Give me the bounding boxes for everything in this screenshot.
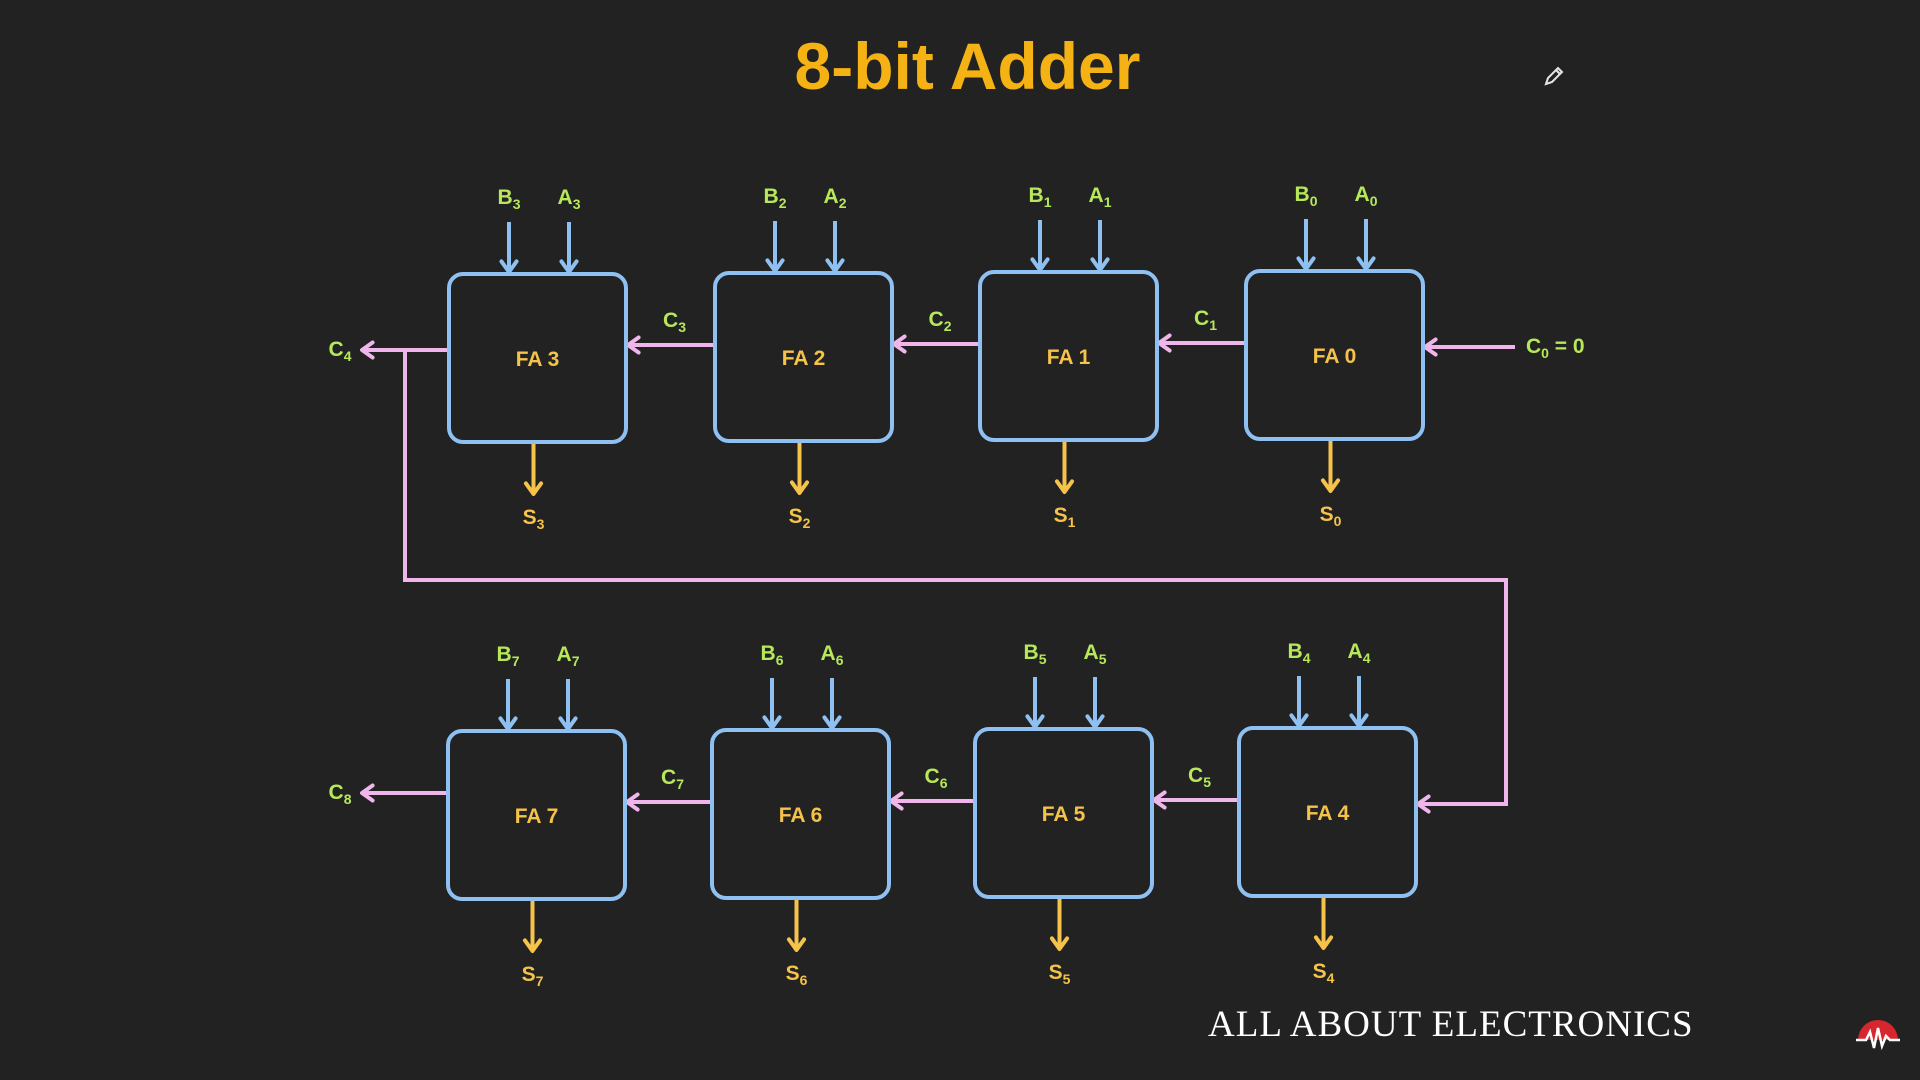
input-b-arrow	[1025, 677, 1045, 729]
sum-output-label: S3	[523, 506, 545, 532]
carry-label: C2	[929, 308, 952, 334]
input-b-arrow	[1289, 676, 1309, 728]
input-b-arrow	[1296, 219, 1316, 271]
full-adder-box	[1244, 269, 1425, 441]
input-b-arrow	[762, 678, 782, 730]
diagram-title: 8-bit Adder	[794, 29, 1141, 103]
input-a-label: A0	[1355, 183, 1378, 209]
carry-label: C3	[663, 309, 686, 335]
input-b-arrow	[1030, 220, 1050, 272]
carry-arrow	[626, 335, 713, 355]
full-adder-label: FA 6	[779, 804, 823, 827]
input-a-arrow	[1090, 220, 1110, 272]
sum-output-arrow	[789, 443, 810, 495]
sum-output-label: S2	[789, 505, 811, 531]
sum-output-arrow	[1320, 441, 1341, 493]
sum-output-arrow	[1049, 899, 1070, 951]
input-a-label: A4	[1348, 640, 1371, 666]
waveform-logo-icon	[1856, 1020, 1900, 1051]
final-carry-label: C8	[329, 781, 352, 807]
full-adder-box	[978, 270, 1159, 442]
carry-arrow	[1152, 790, 1237, 810]
input-a-label: A7	[557, 643, 580, 669]
input-a-arrow	[822, 678, 842, 730]
sum-output-arrow	[1054, 442, 1075, 494]
full-adder-label: FA 3	[516, 348, 560, 371]
input-b-arrow	[498, 679, 518, 731]
sum-output-arrow	[1313, 898, 1334, 950]
carry-label: C5	[1188, 764, 1211, 790]
sum-output-label: S1	[1054, 504, 1076, 530]
input-a-arrow	[1085, 677, 1105, 729]
carry-arrow	[625, 792, 710, 812]
full-adder-label: FA 7	[515, 805, 559, 828]
carry-in-label: C0 = 0	[1526, 335, 1585, 361]
input-b-label: B0	[1295, 183, 1318, 209]
carry-label: C7	[661, 766, 684, 792]
full-adder-box	[446, 729, 627, 901]
sum-output-label: S6	[786, 962, 808, 988]
input-a-label: A1	[1089, 184, 1112, 210]
sum-output-label: S7	[522, 963, 544, 989]
final-carry-arrow	[360, 783, 446, 803]
full-adder-label: FA 0	[1313, 345, 1357, 368]
full-adder-box	[973, 727, 1154, 899]
input-b-label: B2	[764, 185, 787, 211]
input-a-arrow	[1356, 219, 1376, 271]
sum-output-arrow	[523, 444, 544, 496]
sum-output-arrow	[786, 900, 807, 952]
full-adder-box	[1237, 726, 1418, 898]
carry-wrap-arrowhead	[1416, 794, 1432, 814]
input-b-label: B5	[1024, 641, 1047, 667]
input-b-label: B4	[1288, 640, 1311, 666]
input-a-label: A6	[821, 642, 844, 668]
input-a-arrow	[559, 222, 579, 274]
input-a-arrow	[558, 679, 578, 731]
full-adder-label: FA 5	[1042, 803, 1086, 826]
input-b-arrow	[765, 221, 785, 273]
input-a-arrow	[825, 221, 845, 273]
input-b-label: B6	[761, 642, 784, 668]
input-b-label: B1	[1029, 184, 1052, 210]
input-b-arrow	[499, 222, 519, 274]
input-b-label: B3	[498, 186, 521, 212]
input-a-label: A3	[558, 186, 581, 212]
carry-label: C1	[1194, 307, 1217, 333]
full-adder-box	[710, 728, 891, 900]
carry-in-arrow	[1423, 337, 1515, 357]
input-b-label: B7	[497, 643, 520, 669]
full-adder-box	[447, 272, 628, 444]
input-a-label: A5	[1084, 641, 1107, 667]
carry-label: C6	[925, 765, 948, 791]
boxes-layer	[446, 269, 1425, 901]
sum-output-arrow	[522, 901, 543, 953]
full-adder-box	[713, 271, 894, 443]
input-a-label: A2	[824, 185, 847, 211]
carry-arrow	[1157, 333, 1244, 353]
sum-output-label: S0	[1320, 503, 1342, 529]
full-adder-label: FA 4	[1306, 802, 1350, 825]
carry-out-label: C4	[329, 338, 352, 364]
brand-watermark: ALL ABOUT ELECTRONICS	[1208, 1004, 1694, 1045]
sum-output-label: S4	[1313, 960, 1335, 986]
carry-arrow	[892, 334, 978, 354]
pencil-icon[interactable]	[1542, 64, 1566, 88]
sum-output-label: S5	[1049, 961, 1071, 987]
input-a-arrow	[1349, 676, 1369, 728]
full-adder-label: FA 1	[1047, 346, 1091, 369]
full-adder-label: FA 2	[782, 347, 826, 370]
carry-arrow	[889, 791, 973, 811]
